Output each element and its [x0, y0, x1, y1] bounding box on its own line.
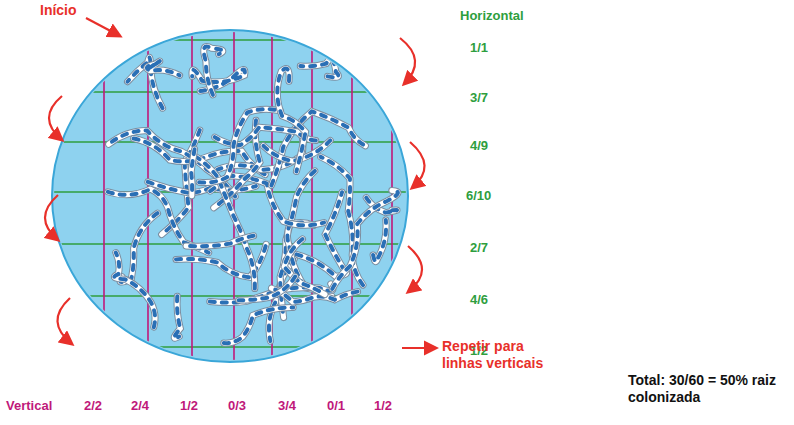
count-fraction: 2/2: [84, 398, 102, 414]
root-fragment: [192, 69, 245, 91]
root-fragment: [224, 307, 293, 343]
root-fragment: [239, 277, 295, 301]
count-fraction: 0/3: [228, 398, 246, 414]
root-fragment: [199, 109, 280, 182]
root-fragment: [373, 220, 386, 262]
count-fraction: 6/10: [466, 188, 491, 204]
axis-heading: Horizontal: [460, 8, 524, 24]
root-fragment: [277, 69, 305, 172]
root-fragments: [108, 47, 398, 344]
count-fraction: 1/2: [374, 398, 392, 414]
root-fragment: [192, 69, 245, 91]
instruction-note: Repetir para linhas verticais: [442, 338, 567, 372]
root-fragment: [120, 213, 157, 282]
root-fragment: [204, 47, 223, 95]
grid-lines: [40, 20, 420, 370]
root-fragment: [297, 192, 347, 276]
root-fragment: [192, 69, 245, 91]
root-fragment: [332, 191, 398, 289]
root-fragment: [120, 213, 157, 282]
root-fragment: [191, 149, 195, 196]
grid-line: [40, 91, 420, 93]
root-fragment: [114, 253, 155, 328]
root-fragment: [191, 149, 195, 196]
root-fragment: [332, 191, 398, 289]
root-fragment: [300, 59, 338, 77]
root-fragment: [300, 59, 338, 77]
count-fraction: 1/2: [180, 398, 198, 414]
root-fragment: [204, 47, 223, 95]
count-fraction: 4/9: [470, 138, 488, 154]
root-fragment: [204, 47, 223, 95]
count-fraction: 4/6: [470, 292, 488, 308]
root-fragment: [174, 296, 180, 338]
root-fragment: [199, 109, 280, 182]
root-fragment: [332, 191, 398, 289]
root-fragment: [186, 236, 254, 246]
root-fragment: [199, 109, 280, 182]
grid-line: [40, 295, 420, 297]
count-fraction: 2/4: [131, 398, 149, 414]
grid-line: [103, 20, 105, 370]
count-fraction: 0/1: [327, 398, 345, 414]
count-fraction: 3/4: [278, 398, 296, 414]
root-fragment: [174, 296, 180, 338]
root-fragment: [277, 69, 305, 172]
root-fragment: [224, 307, 293, 343]
axis-heading: Vertical: [6, 398, 52, 414]
root-fragment: [147, 61, 180, 75]
petri-dish: [52, 30, 408, 362]
root-fragment: [373, 220, 386, 262]
root-fragment: [186, 236, 254, 246]
start-label: Início: [40, 2, 77, 19]
root-fragment: [120, 213, 157, 282]
root-fragment: [300, 59, 338, 77]
count-fraction: 2/7: [470, 240, 488, 256]
root-fragment: [114, 253, 155, 328]
root-fragment: [373, 220, 386, 262]
root-fragment: [297, 192, 347, 276]
root-fragment: [239, 277, 295, 301]
root-fragment: [277, 69, 305, 172]
root-fragment: [186, 236, 254, 246]
result-note: Total: 30/60 = 50% raiz colonizada: [628, 372, 778, 406]
grid-line: [40, 39, 420, 41]
root-fragment: [114, 253, 155, 328]
grid-line: [311, 20, 313, 370]
direction-arrows: [45, 18, 436, 348]
root-fragment: [147, 61, 180, 75]
count-fraction: 3/7: [470, 90, 488, 106]
grid-line: [40, 346, 420, 348]
root-fragment: [224, 307, 293, 343]
count-fraction: 1/1: [470, 40, 488, 56]
root-fragment: [297, 192, 347, 276]
root-fragment: [174, 296, 180, 338]
root-fragment: [191, 149, 195, 196]
root-fragment: [239, 277, 295, 301]
root-fragment: [147, 61, 180, 75]
